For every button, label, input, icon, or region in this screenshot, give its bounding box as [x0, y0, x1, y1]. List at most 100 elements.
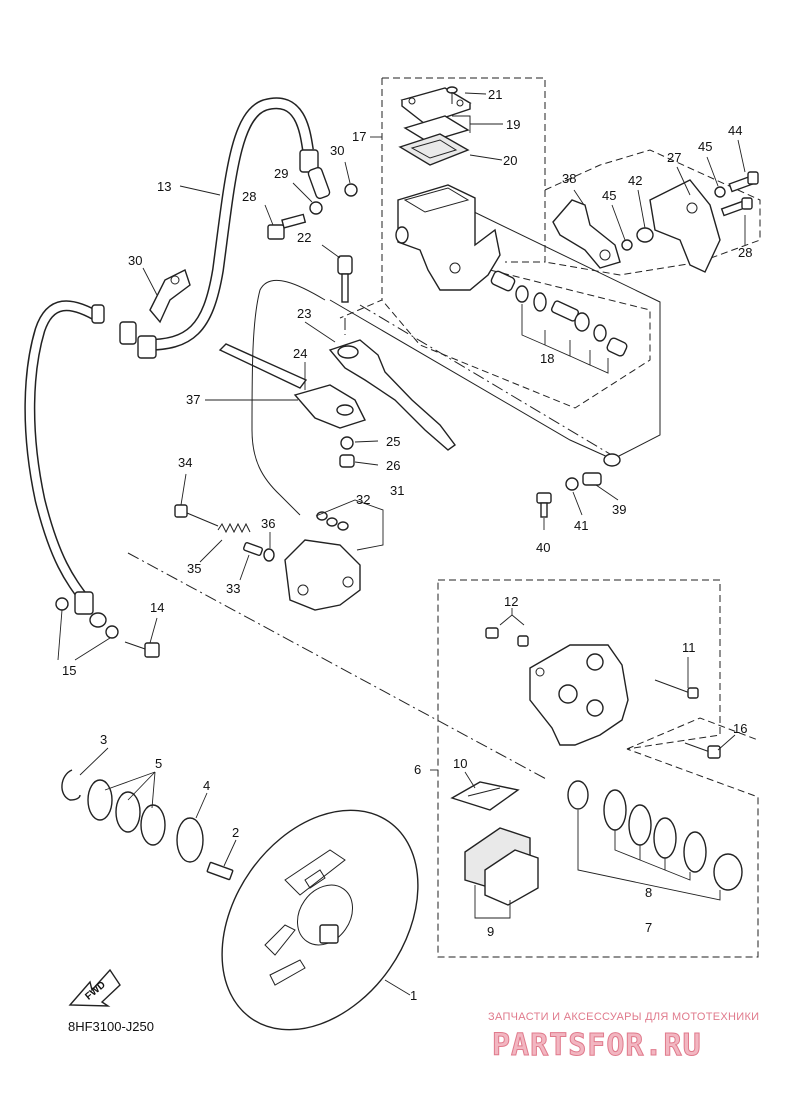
brake-disc — [221, 809, 419, 1031]
callout-33: 32 — [356, 492, 370, 507]
brake-pads — [464, 827, 539, 906]
brake-cable — [251, 280, 326, 516]
circlip-3 — [61, 769, 81, 801]
nut-26 — [339, 454, 355, 468]
master-cylinder-body — [395, 184, 501, 291]
oil-seals-5 — [87, 779, 166, 846]
caliper-body — [529, 644, 629, 746]
callout-3: 3 — [100, 732, 107, 747]
collar-4 — [176, 817, 204, 863]
callout-27: 27 — [667, 150, 681, 165]
callout-45a: 45 — [602, 188, 616, 203]
callout-20: 20 — [503, 153, 517, 168]
watermark-tagline: ЗАПЧАСТИ И АКСЕССУАРЫ ДЛЯ МОТОТЕХНИКИ — [488, 1011, 759, 1023]
pin-34 — [243, 542, 263, 556]
bleed-screw-12 — [485, 627, 529, 647]
washer-42 — [565, 477, 579, 491]
master-cylinder-cap — [400, 87, 472, 125]
pedal-bracket — [649, 179, 721, 273]
callout-25: 25 — [386, 434, 400, 449]
callout-10: 10 — [453, 756, 467, 771]
callout-44: 44 — [728, 123, 742, 138]
callout-8: 8 — [645, 885, 652, 900]
brake-pedal-group-box — [544, 149, 761, 276]
piston-kit — [490, 270, 628, 374]
callout-40: 39 — [612, 502, 626, 517]
washer-15a — [55, 597, 69, 611]
piston-kit-box — [381, 264, 651, 409]
callout-6: 6 — [414, 762, 421, 777]
fwd-arrow: FWD — [68, 968, 121, 1007]
collar-43 — [636, 227, 654, 243]
callout-36: 35 — [187, 561, 201, 576]
callout-34: 33 — [226, 581, 240, 596]
washer-45a — [621, 239, 633, 251]
union-bolt-29 — [267, 213, 307, 240]
bolt-16 — [684, 742, 721, 759]
callout-24: 24 — [293, 346, 307, 361]
union-bolt-14 — [124, 641, 160, 658]
nut-25 — [340, 436, 354, 450]
bolt-41 — [536, 492, 552, 518]
bracket-spacers-33 — [316, 511, 349, 531]
washer-30a — [309, 201, 323, 215]
callout-19: 19 — [506, 117, 520, 132]
cap-screw — [446, 86, 458, 104]
callout-32: 31 — [390, 483, 404, 498]
caliper-group-box — [437, 579, 759, 958]
bolt-35 — [174, 504, 219, 527]
callout-41: 40 — [536, 540, 550, 555]
callout-39: 38 — [562, 171, 576, 186]
callout-29: 28 — [242, 189, 256, 204]
callout-38: 37 — [186, 392, 200, 407]
caliper-seal-box — [626, 717, 759, 750]
callout-9: 9 — [487, 924, 494, 939]
callout-leaders — [57, 92, 746, 996]
caliper-pistons — [567, 780, 743, 891]
diagram-code: 8HF3100-J250 — [68, 1019, 154, 1034]
callout-18: 18 — [540, 351, 554, 366]
bolt-28 — [720, 197, 753, 217]
brake-pedal — [552, 199, 621, 269]
brake-lever — [328, 339, 456, 451]
callout-13: 13 — [157, 179, 171, 194]
spring-36 — [217, 522, 251, 534]
diaphragm — [398, 133, 470, 166]
callout-37: 36 — [261, 516, 275, 531]
brake-hose — [24, 97, 331, 628]
callout-31: 30 — [128, 253, 142, 268]
callout-numbers: 21 19 20 17 13 28 29 30 22 30 23 24 37 2… — [62, 87, 752, 1003]
callout-22: 22 — [297, 230, 311, 245]
callout-5: 5 — [155, 756, 162, 771]
callout-7: 7 — [645, 920, 652, 935]
lever-bracket — [218, 343, 366, 429]
bolt-22 — [337, 255, 353, 303]
callout-15: 15 — [62, 663, 76, 678]
caliper-bracket — [284, 539, 361, 611]
washer-37 — [263, 548, 275, 562]
fastener-40 — [582, 472, 602, 486]
callout-30a: 29 — [274, 166, 288, 181]
washer-45b — [714, 186, 726, 198]
caliper-bolt-11 — [654, 679, 699, 699]
callout-21: 21 — [488, 87, 502, 102]
callout-14: 14 — [150, 600, 164, 615]
callout-17: 17 — [352, 129, 366, 144]
hose-clamp — [149, 269, 191, 324]
callout-11: 11 — [682, 640, 696, 655]
callout-4: 4 — [203, 778, 210, 793]
callout-1: 1 — [410, 988, 417, 1003]
callout-43: 42 — [628, 173, 642, 188]
callout-2: 2 — [232, 825, 239, 840]
callout-26: 26 — [386, 458, 400, 473]
watermark: ЗАПЧАСТИ И АКСЕССУАРЫ ДЛЯ МОТОТЕХНИКИ PA… — [488, 1011, 759, 1064]
callout-23: 23 — [297, 306, 311, 321]
callout-35: 34 — [178, 455, 192, 470]
cap-plate — [403, 115, 470, 143]
callout-16: 16 — [733, 721, 747, 736]
key-2 — [206, 861, 234, 881]
callout-45b: 45 — [698, 139, 712, 154]
callout-12: 12 — [504, 594, 518, 609]
washer-30b — [344, 183, 358, 197]
